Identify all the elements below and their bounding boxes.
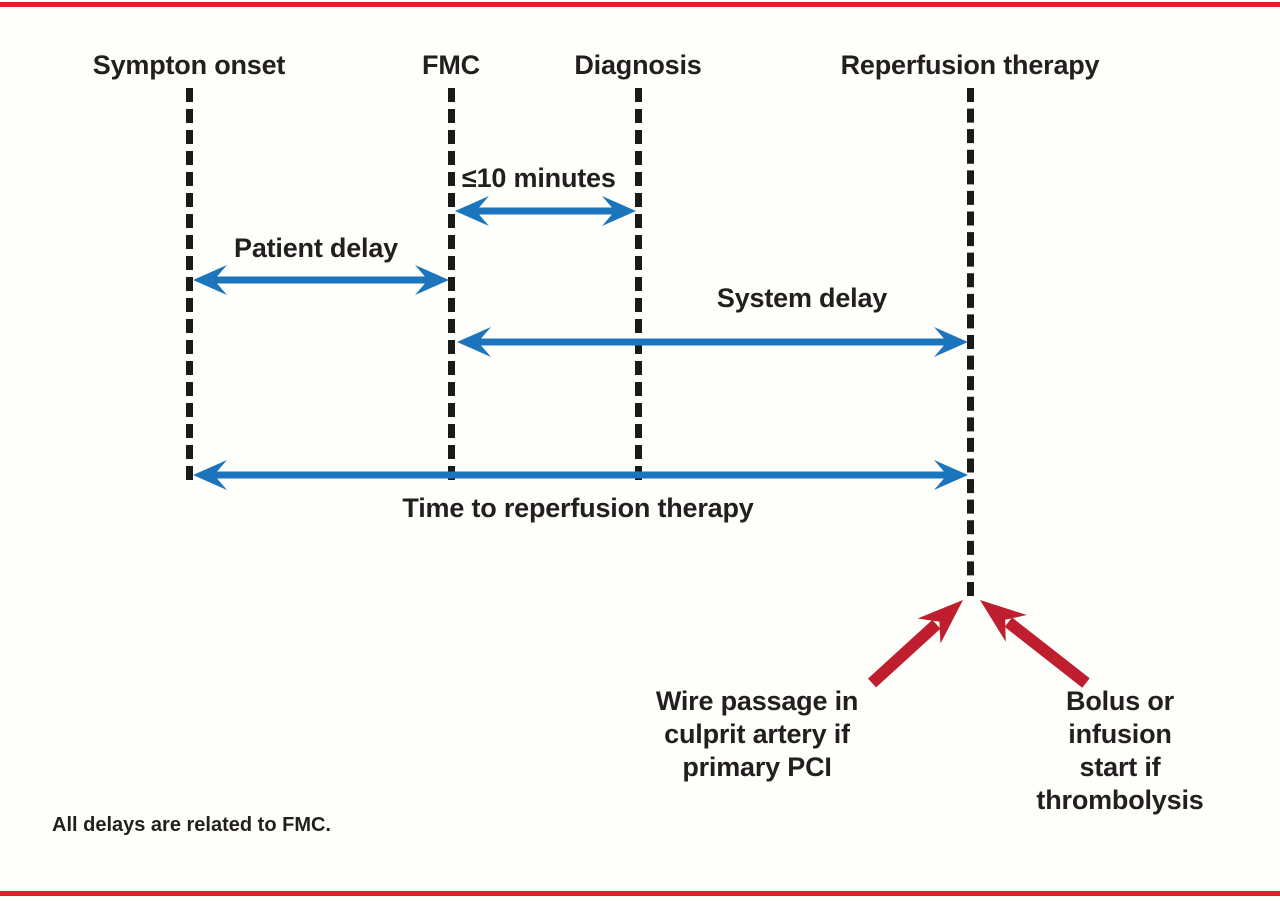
interval-label-system-delay: System delay	[716, 283, 888, 313]
callout-arrow-wire-passage	[867, 600, 963, 688]
milestone-label-fmc: FMC	[422, 50, 480, 80]
interval-label-ten-minutes: ≤10 minutes	[462, 163, 616, 193]
callout-arrow-bolus-or-infusion	[980, 600, 1090, 688]
interval-arrow-ten-minutes	[455, 196, 636, 226]
interval-arrow-patient-delay	[193, 265, 449, 295]
callout-line: Wire passage in	[655, 686, 859, 716]
milestone-label-reperfusion-therapy: Reperfusion therapy	[840, 50, 1100, 80]
milestone-label-diagnosis: Diagnosis	[574, 50, 702, 80]
milestone-line-fmc	[448, 88, 455, 480]
milestone-label-symptom-onset: Sympton onset	[92, 50, 286, 80]
interval-label-time-to-reperfusion-therapy: Time to reperfusion therapy	[402, 493, 754, 523]
callout-line: culprit artery if	[664, 718, 850, 749]
interval-arrow-time-to-reperfusion-therapy	[193, 460, 968, 490]
footnote: All delays are related to FMC.	[52, 814, 331, 836]
top-red-rule	[0, 2, 1280, 7]
interval-label-patient-delay: Patient delay	[234, 233, 398, 263]
callout-line: Bolus or infusion	[1066, 686, 1174, 749]
milestone-line-symptom-onset	[186, 88, 193, 480]
bottom-red-rule	[0, 891, 1280, 896]
callout-line: primary PCI	[682, 751, 832, 782]
interval-arrow-system-delay	[457, 327, 968, 357]
milestone-line-reperfusion-therapy	[967, 88, 974, 596]
milestone-line-diagnosis	[635, 88, 642, 480]
callout-line: thrombolysis	[1036, 784, 1204, 815]
callout-line: start if	[1079, 751, 1161, 782]
